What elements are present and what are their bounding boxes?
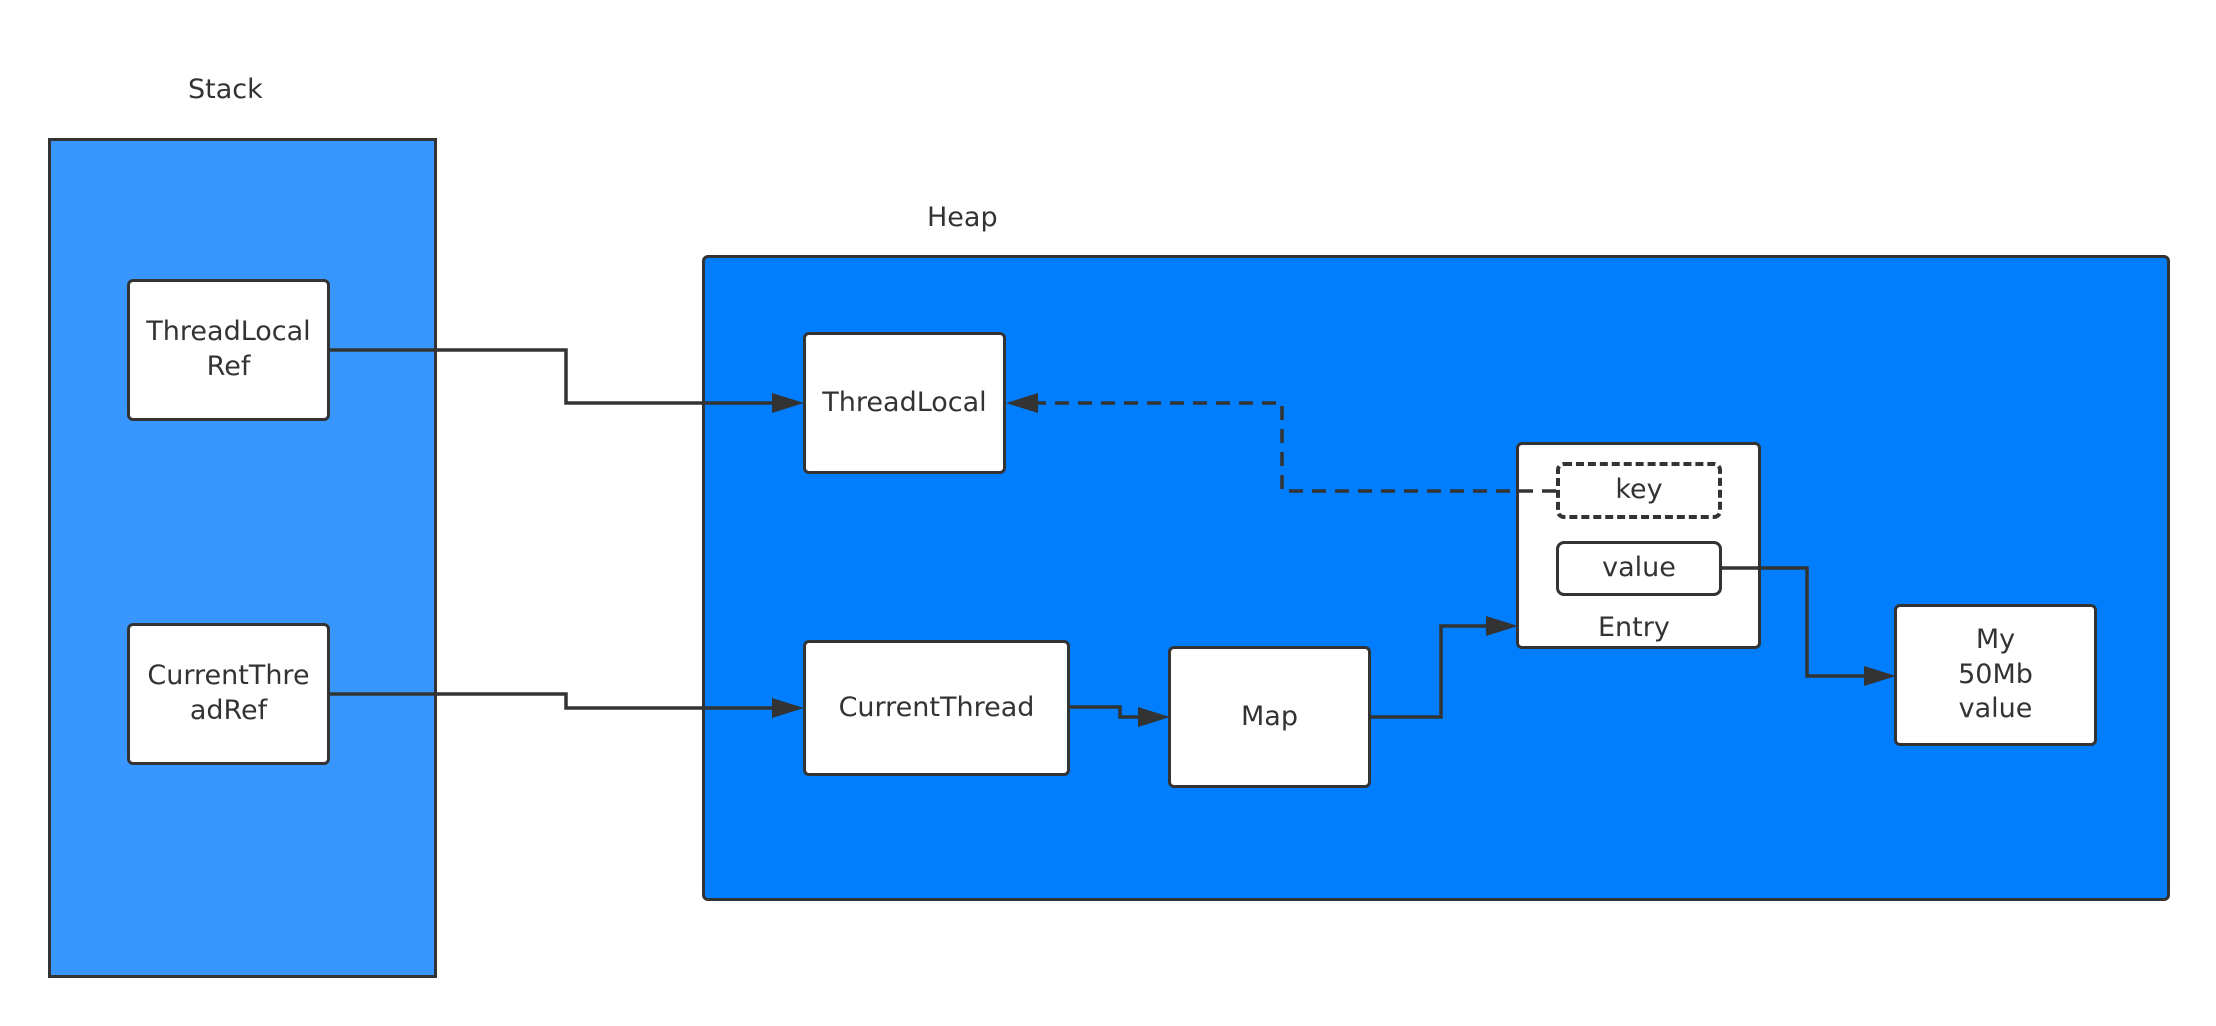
threadlocal-ref-line-2: Ref (206, 351, 251, 382)
arrowhead-bigvalue (1864, 666, 1896, 686)
entry-key-label: key (1615, 474, 1663, 506)
entry-key-field: key (1556, 462, 1722, 519)
currentthread-ref-line-2: adRef (189, 695, 268, 726)
threadlocal-ref-line-1: ThreadLocal (146, 316, 311, 348)
currentthread-label: CurrentThread (838, 691, 1035, 723)
arrowhead-threadlocal-dashed (1006, 393, 1038, 413)
arrowhead-map (1138, 707, 1170, 727)
currentthread-ref-node: CurrentThre adRef (127, 623, 330, 765)
edge-key-to-threadlocal-dashed (1034, 401, 1556, 493)
arrowhead-threadlocal (772, 393, 804, 413)
entry-caption: Entry (1598, 612, 1670, 643)
heap-region (702, 255, 2170, 901)
edge-map-to-entry (1371, 624, 1490, 719)
edge-value-to-bigvalue (1722, 566, 1868, 678)
threadlocal-label: ThreadLocal (822, 386, 987, 418)
big-value-line-1: My (1975, 624, 2016, 656)
entry-value-field: value (1556, 541, 1722, 596)
heap-label: Heap (927, 202, 998, 233)
map-node: Map (1168, 646, 1371, 788)
arrowhead-entry (1486, 616, 1518, 636)
big-value-node: My 50Mb value (1894, 604, 2097, 746)
entry-value-label: value (1602, 552, 1676, 584)
big-value-line-2: 50Mb (1958, 658, 2033, 690)
currentthread-ref-line-1: CurrentThre (147, 660, 310, 692)
edge-currentthreadref-to-currentthread (330, 692, 776, 710)
threadlocal-node: ThreadLocal (803, 332, 1006, 474)
currentthread-node: CurrentThread (803, 640, 1070, 776)
big-value-line-3: value (1958, 693, 2033, 725)
stack-label: Stack (188, 74, 263, 105)
threadlocal-ref-node: ThreadLocal Ref (127, 279, 330, 421)
map-label: Map (1241, 700, 1298, 732)
stack-region (48, 138, 437, 978)
edge-threadlocalref-to-threadlocal (330, 348, 776, 405)
edge-currentthread-to-map (1070, 705, 1142, 719)
arrowhead-currentthread (772, 698, 804, 718)
